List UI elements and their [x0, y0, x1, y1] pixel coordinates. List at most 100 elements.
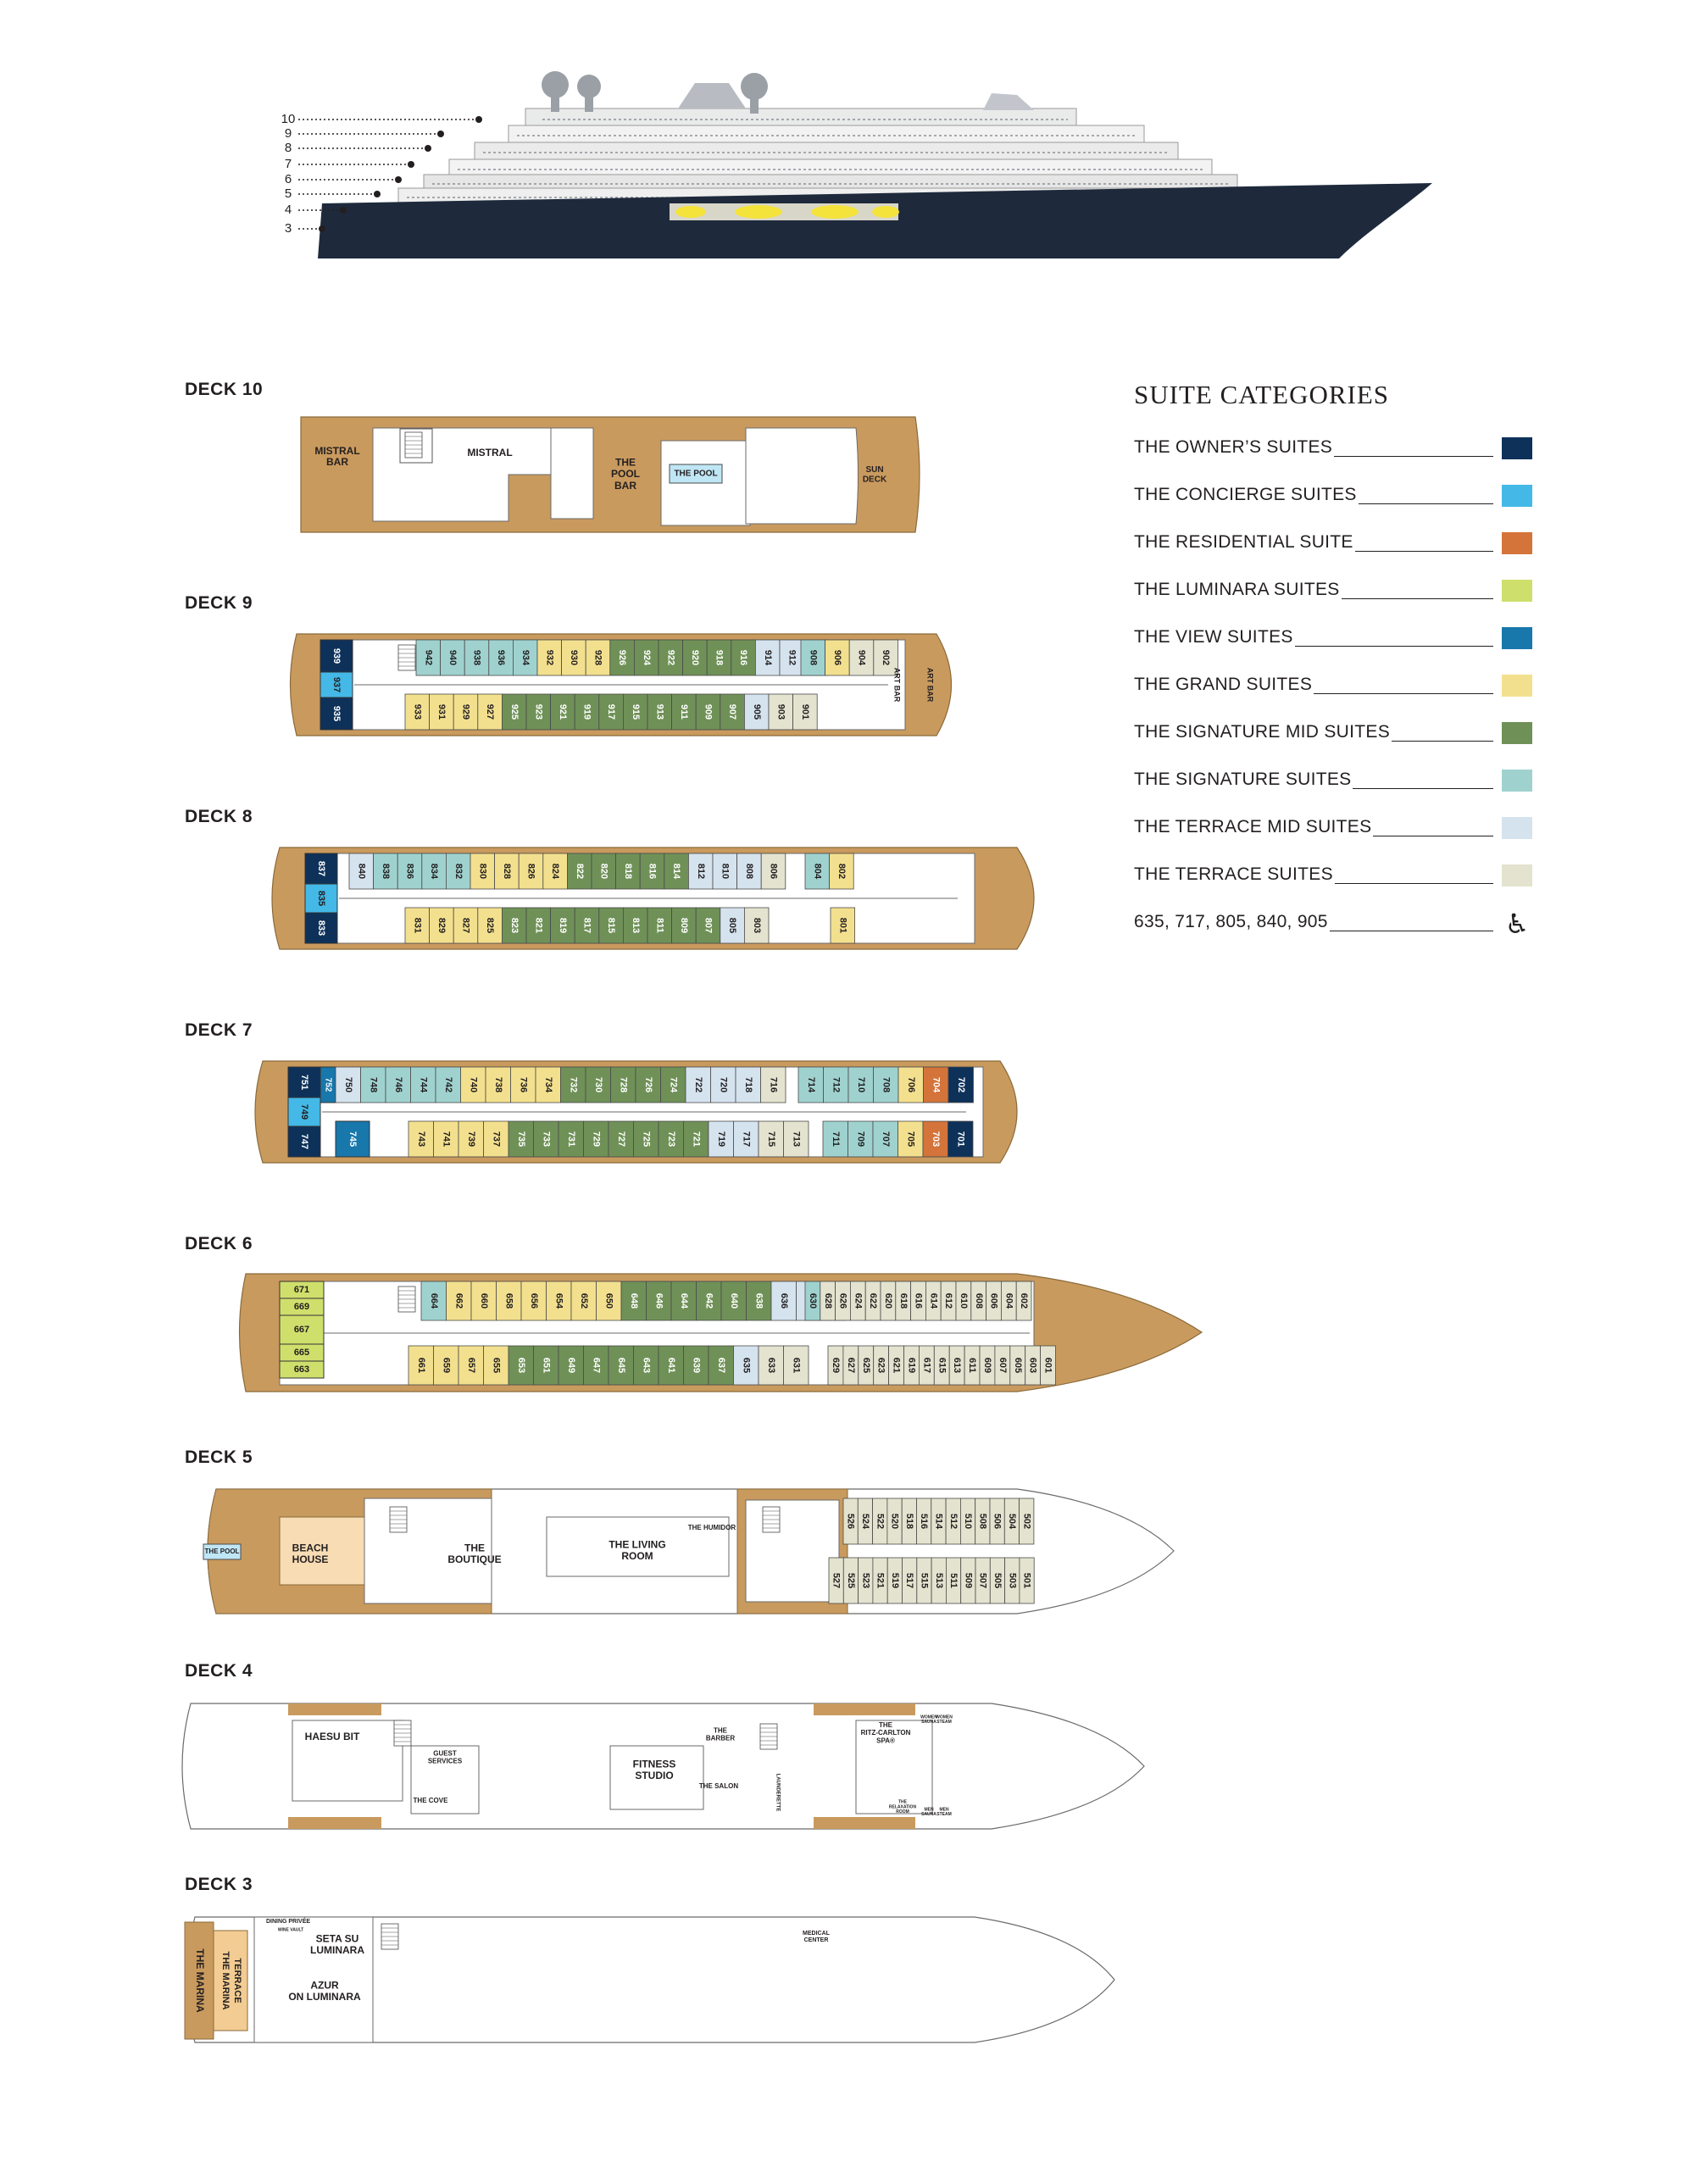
- cabin-702: [948, 1066, 974, 1103]
- cabin-729: [583, 1120, 609, 1158]
- legend-item: THE SIGNATURE MID SUITES: [1134, 722, 1532, 747]
- cabin-921: [550, 693, 575, 731]
- cabin-number: 804: [812, 864, 822, 880]
- cabin-640: [720, 1281, 747, 1321]
- cabin-number: 643: [641, 1358, 651, 1373]
- men-sauna-label: SAUNA: [921, 1812, 936, 1817]
- cabin-number: 669: [294, 1302, 309, 1312]
- cabin-number: 916: [738, 650, 748, 665]
- cabin-number: 710: [856, 1077, 866, 1092]
- cabin-number: 514: [934, 1514, 944, 1530]
- legend-swatch: [1502, 580, 1532, 602]
- cabin-827: [453, 907, 479, 944]
- men-sauna-label: MEN: [924, 1807, 934, 1812]
- cabin-number: 826: [526, 864, 536, 879]
- cabin-number: 653: [516, 1358, 526, 1373]
- cabin-number: 712: [831, 1077, 841, 1092]
- cabin-number: 734: [543, 1077, 553, 1093]
- cabin-number: 908: [808, 650, 818, 665]
- cabin-number: 728: [618, 1077, 628, 1092]
- pool-label: THE POOL: [205, 1548, 240, 1555]
- cabin-number: 631: [791, 1358, 801, 1373]
- cabin-number: 703: [931, 1131, 941, 1147]
- pool-bar-label: POOL: [611, 468, 640, 480]
- cabin-number: 652: [579, 1293, 589, 1309]
- spa-label: SPA®: [876, 1737, 895, 1744]
- cabin-728: [610, 1066, 636, 1103]
- cabin-742: [435, 1066, 461, 1103]
- cabin-number: 821: [533, 918, 543, 933]
- cabin-number: 924: [642, 650, 652, 666]
- marina-label: THE MARINA: [194, 1948, 206, 2013]
- cabin-number: 812: [696, 864, 706, 879]
- cabin-number: 818: [623, 864, 633, 879]
- sun-deck-label: SUN: [865, 465, 883, 475]
- legend-leader-line: [1134, 646, 1493, 647]
- cabin-741: [433, 1120, 459, 1158]
- cabin-824: [542, 853, 568, 890]
- cabin-number: 655: [491, 1358, 501, 1373]
- spa-label: RITZ-CARLTON: [861, 1729, 911, 1737]
- cabin-818: [615, 853, 641, 890]
- cabin-number: 646: [653, 1293, 664, 1309]
- cabin-number: 715: [766, 1131, 776, 1147]
- cabin-712: [823, 1066, 849, 1103]
- cabin-number: 817: [582, 918, 592, 933]
- funnel: [678, 83, 746, 108]
- suite-747: [287, 1125, 321, 1158]
- cabin-number: 635: [741, 1358, 751, 1373]
- cabin-number: 729: [591, 1131, 601, 1147]
- cabin-number: 738: [493, 1077, 503, 1092]
- cabin-number: 912: [786, 650, 797, 665]
- cabin-number: 911: [679, 704, 689, 720]
- cabin-829: [429, 907, 454, 944]
- deck-10-title: DECK 10: [185, 380, 264, 399]
- cabin-number: 828: [502, 864, 512, 879]
- cabin-number: 603: [1028, 1358, 1038, 1373]
- legend-item: THE VIEW SUITES: [1134, 627, 1532, 653]
- cabin-number: 513: [934, 1573, 944, 1588]
- wood-strip: [288, 1817, 381, 1829]
- cabin-801: [830, 907, 856, 944]
- profile-marker: [437, 131, 444, 137]
- cabin-number: 833: [316, 920, 326, 936]
- cabin-909: [695, 693, 721, 731]
- legend-swatch: [1502, 485, 1532, 507]
- cabin-812: [688, 853, 714, 890]
- cabin-number: 650: [603, 1293, 614, 1309]
- cabin-number: 806: [769, 864, 779, 879]
- cabin-719: [708, 1120, 734, 1158]
- cabin-834: [421, 853, 447, 890]
- mistral-label: MISTRAL: [467, 447, 512, 458]
- cabin-number: 656: [529, 1293, 539, 1309]
- cabin-number: 520: [890, 1514, 900, 1529]
- cabin-number: 731: [566, 1131, 576, 1147]
- legend-label: THE CONCIERGE SUITES: [1134, 485, 1359, 505]
- cabin-number: 838: [381, 864, 391, 879]
- cabin-number: 904: [857, 650, 867, 666]
- mistral-service: [550, 427, 594, 520]
- marina-terrace: [213, 1930, 248, 2031]
- cabin-number: 723: [666, 1131, 676, 1147]
- suite-663: [279, 1360, 325, 1379]
- cabin-902: [873, 639, 898, 676]
- legend-item: THE TERRACE SUITES: [1134, 864, 1532, 890]
- cabin-713: [783, 1120, 809, 1158]
- cabin-721: [683, 1120, 709, 1158]
- the-marina: [184, 1921, 214, 2040]
- cabin-831: [404, 907, 431, 944]
- marina-terrace-label: THE MARINA: [220, 1951, 231, 2009]
- women-sauna-label: WOMEN: [920, 1714, 937, 1720]
- cabin-643: [633, 1345, 659, 1386]
- boutique-label: THE: [464, 1542, 485, 1553]
- cabin-number: 511: [948, 1573, 959, 1588]
- cabin-number: 726: [643, 1077, 653, 1092]
- cabin-number: 662: [453, 1293, 464, 1309]
- cabin-number: 901: [800, 704, 810, 720]
- women-steam-label: WOMEN: [936, 1714, 953, 1720]
- cabin-number: 743: [416, 1131, 426, 1147]
- cabin-919: [574, 693, 600, 731]
- relaxation-room-label: THE: [898, 1800, 908, 1805]
- cabin-number: 711: [831, 1131, 841, 1147]
